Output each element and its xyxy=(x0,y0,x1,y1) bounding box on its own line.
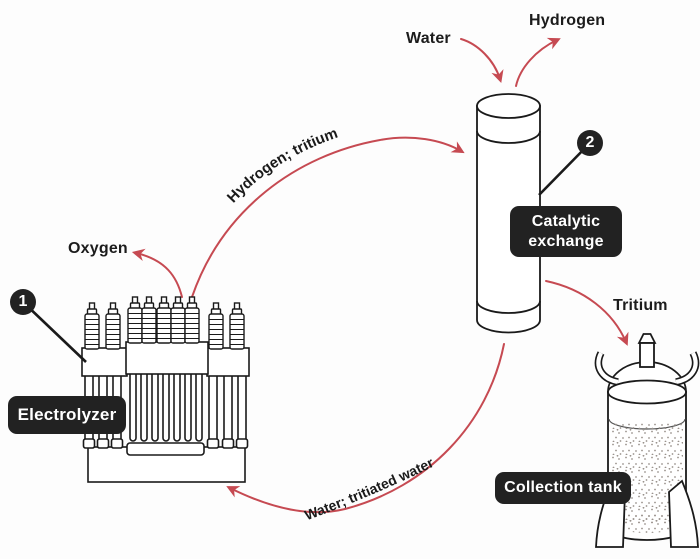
hydrogen-out-arrow xyxy=(515,37,561,87)
catalytic-exchange-column xyxy=(476,93,541,334)
water-in-arrow xyxy=(460,38,504,84)
electrolyzer-block-left xyxy=(81,347,128,377)
oxygen-label: Oxygen xyxy=(68,240,128,257)
flow-label-hydrogen-tritium: Hydrogen; tritium xyxy=(224,125,340,207)
tank-valve-cap xyxy=(637,333,657,344)
collection-tank-tag: Collection tank xyxy=(495,472,631,504)
tritium-out-arrow xyxy=(545,280,629,346)
flow-label-water-tritiated: Water; tritiated water xyxy=(302,454,436,523)
step-1-badge: 1 xyxy=(10,289,36,315)
water-label: Water xyxy=(406,30,451,47)
flow-arrows xyxy=(131,37,629,514)
electrolyzer-block-right xyxy=(206,347,250,377)
oxygen-out-arrow xyxy=(131,248,183,298)
hydrogen-label: Hydrogen xyxy=(529,12,606,29)
hydrogen-tritium-arrow xyxy=(191,136,465,298)
step-2-badge: 2 xyxy=(577,130,603,156)
water-tritiated-arrow xyxy=(226,343,505,514)
electrolyzer-bar xyxy=(126,442,205,456)
electrolyzer-tag: Electrolyzer xyxy=(8,396,126,434)
electrolyzer-illustration xyxy=(81,296,250,483)
collection-tank-illustration xyxy=(594,333,700,548)
tank-leg-right xyxy=(668,479,699,548)
tritium-label: Tritium xyxy=(613,297,668,314)
catalytic-exchange-tag: Catalytic exchange xyxy=(510,206,622,257)
tank-valve xyxy=(639,342,655,368)
electrolyzer-block-middle xyxy=(125,341,209,375)
tank-top xyxy=(607,379,687,405)
